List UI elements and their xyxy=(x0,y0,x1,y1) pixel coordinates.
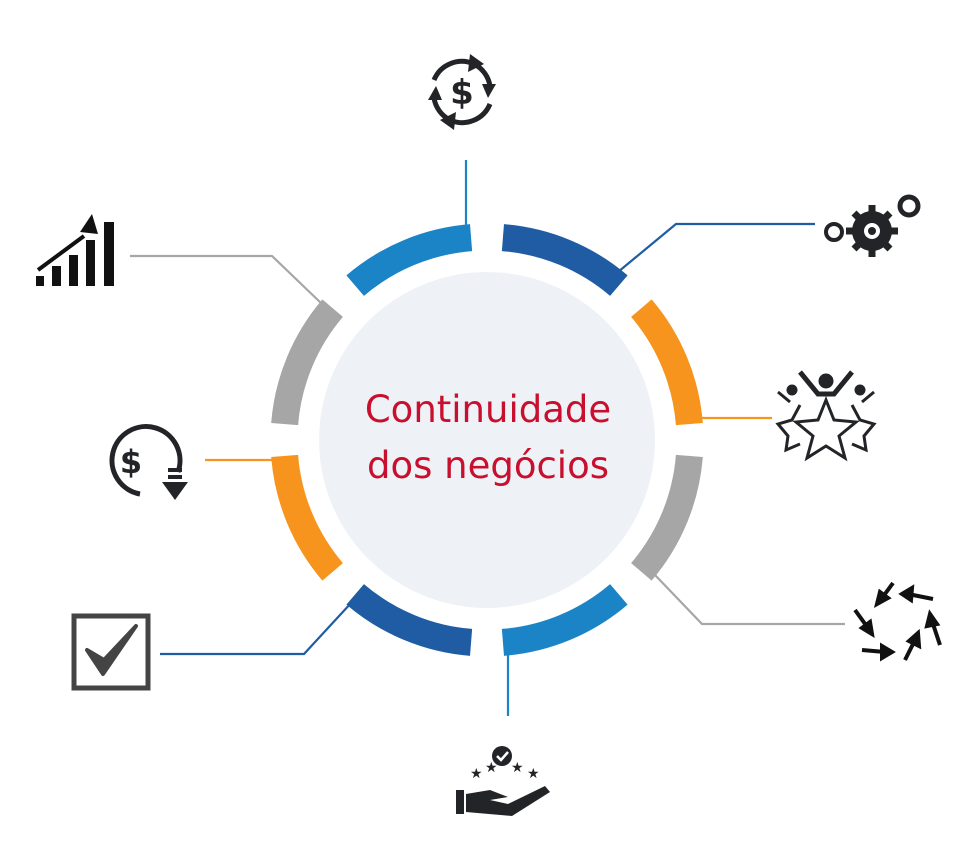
ring-segment-top-right xyxy=(501,224,628,297)
ring-segment-top-left xyxy=(346,224,473,297)
svg-text:★: ★ xyxy=(485,760,498,776)
svg-text:★: ★ xyxy=(527,766,540,782)
ring-segment-bottom-left xyxy=(346,583,473,656)
growth-chart-icon xyxy=(36,214,114,286)
ring-segment-right-lower xyxy=(630,454,703,581)
connector-left-upper xyxy=(130,254,323,305)
connector-right-lower xyxy=(654,574,845,626)
dollar-down-icon: $ xyxy=(109,424,188,500)
svg-text:$: $ xyxy=(450,73,474,113)
circular-arrows-icon xyxy=(853,581,942,662)
hand-stars-check-icon: ★ ★ ★ ★ xyxy=(456,746,550,816)
gears-icon xyxy=(824,194,921,257)
center-title-line-2: dos negócios xyxy=(366,444,610,487)
svg-text:★: ★ xyxy=(470,766,483,782)
ring-segment-bottom-right xyxy=(501,583,628,656)
svg-text:★: ★ xyxy=(511,760,524,776)
ring-segment-left-upper xyxy=(271,299,344,426)
checkbox-icon xyxy=(71,613,151,691)
center-circle xyxy=(319,272,655,608)
ring-segment-right-upper xyxy=(630,299,703,426)
team-stars-icon xyxy=(775,370,877,462)
ring-segments xyxy=(271,224,703,656)
center-title-line-1: Continuidade xyxy=(364,388,612,431)
dollar-cycle-icon: $ xyxy=(428,54,496,130)
connectors xyxy=(130,160,845,716)
svg-text:$: $ xyxy=(120,443,142,481)
center-title: Continuidade dos negócios xyxy=(320,382,656,494)
connector-top-right xyxy=(617,222,815,273)
ring-segment-left-lower xyxy=(271,454,344,581)
connector-bottom-left xyxy=(160,601,353,656)
